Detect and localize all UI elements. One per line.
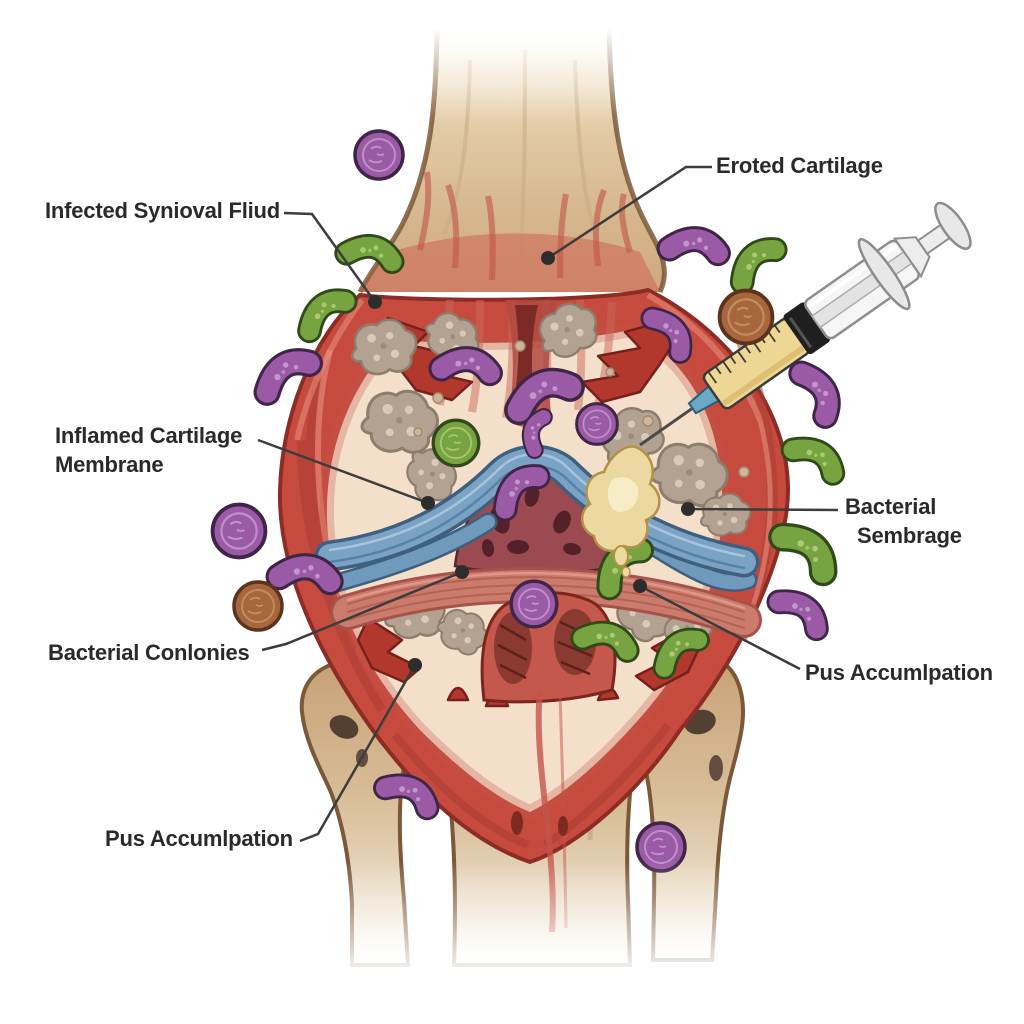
debris-dots: [413, 340, 750, 478]
plunger-thumb-rest: [934, 201, 972, 250]
brown-coccus-bacterium: [717, 288, 775, 346]
purple-coccus-bacterium: [509, 579, 559, 629]
label-inflamed-cartilage-membrane: Inflamed Cartilage Membrane: [55, 423, 243, 477]
syringe: [639, 201, 972, 447]
needle: [639, 401, 702, 447]
label-eroded-cartilage: Eroted Cartilage: [716, 153, 883, 178]
green-coccus-bacterium: [431, 418, 481, 468]
leader-lines: [257, 165, 839, 843]
purple-coccus-bacterium: [353, 129, 405, 181]
bottom-fade: [250, 860, 800, 1010]
leader-inflamed-cartilage-membrane: [257, 438, 429, 505]
leader-pus-accumulation-bottom: [299, 664, 417, 843]
label-pus-accumulation-right: Pus Accumlpation: [805, 660, 993, 685]
purple-coccus-bacterium: [210, 502, 268, 560]
label-infected-synovial-fluid: Infected Synioval Fliud: [45, 198, 280, 223]
finger-flange: [857, 238, 911, 311]
label-pus-accumulation-bottom: Pus Accumlpation: [105, 826, 293, 851]
top-fade: [330, 28, 730, 118]
leader-bacterial-sembrage: [687, 507, 839, 512]
syringe-scale-marks: [707, 324, 781, 384]
leader-pus-accumulation-right: [639, 584, 801, 671]
label-bacterial-sembrage: Bacterial Sembrage: [845, 494, 962, 548]
leader-infected-synovial-fluid: [283, 211, 377, 303]
plunger-seal: [783, 302, 830, 355]
brown-coccus-bacterium: [232, 580, 284, 632]
label-bacterial-colonies: Bacterial Conlonies: [48, 640, 250, 665]
purple-coccus-bacterium: [575, 402, 619, 446]
leader-bacterial-colonies: [261, 570, 463, 652]
pus-discharge: [581, 445, 661, 578]
leader-eroded-cartilage: [547, 165, 712, 260]
